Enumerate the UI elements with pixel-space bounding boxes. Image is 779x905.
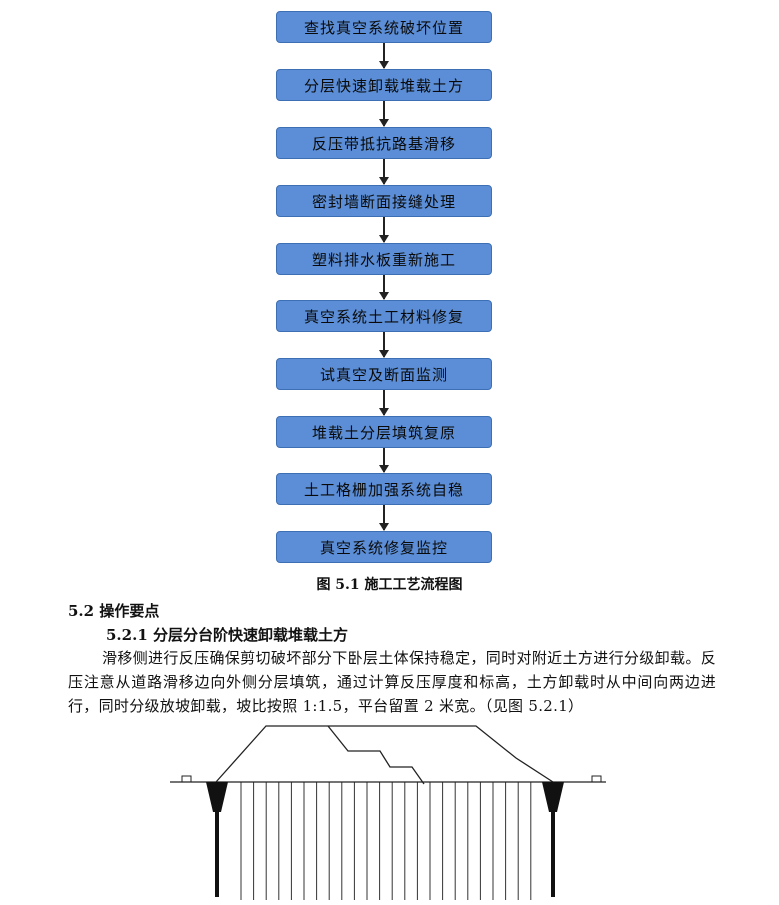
left-marker — [181, 775, 192, 783]
flow-arrow — [379, 217, 389, 243]
right-marker — [591, 775, 602, 783]
flow-step-9: 土工格栅加强系统自稳 — [276, 473, 492, 505]
flow-arrow — [379, 505, 389, 531]
process-flowchart: 查找真空系统破坏位置 分层快速卸载堆载土方 反压带抵抗路基滑移 密封墙断面接缝处… — [276, 11, 492, 563]
flow-arrow — [379, 101, 389, 127]
flow-step-5: 塑料排水板重新施工 — [276, 243, 492, 275]
flow-arrow — [379, 43, 389, 69]
body-paragraph: 滑移侧进行反压确保剪切破坏部分下卧层土体保持稳定，同时对附近土方进行分级卸载。反… — [68, 649, 716, 715]
flow-arrow — [379, 390, 389, 416]
embankment-outline — [215, 725, 554, 783]
left-seal-wall — [206, 782, 228, 812]
figure-caption: 图 5.1 施工工艺流程图 — [316, 577, 463, 593]
section-heading: 5.2 操作要点 — [68, 602, 160, 620]
flow-step-1: 查找真空系统破坏位置 — [276, 11, 492, 43]
flow-step-2: 分层快速卸载堆载土方 — [276, 69, 492, 101]
left-seal-pile — [215, 812, 219, 897]
embankment-cross-section-diagram — [170, 725, 606, 900]
subsection-heading: 5.2.1 分层分台阶快速卸载堆载土方 — [106, 626, 348, 644]
flow-step-7: 试真空及断面监测 — [276, 358, 492, 390]
drain-lines — [240, 782, 532, 900]
flow-step-6: 真空系统土工材料修复 — [276, 300, 492, 332]
flow-step-10: 真空系统修复监控 — [276, 531, 492, 563]
flow-arrow — [379, 332, 389, 358]
flow-step-8: 堆载土分层填筑复原 — [276, 416, 492, 448]
right-seal-wall — [542, 782, 564, 812]
flow-step-3: 反压带抵抗路基滑移 — [276, 127, 492, 159]
flow-arrow — [379, 448, 389, 473]
flow-arrow — [379, 275, 389, 300]
flow-arrow — [379, 159, 389, 185]
flow-step-4: 密封墙断面接缝处理 — [276, 185, 492, 217]
failure-surface-line — [327, 725, 425, 785]
right-seal-pile — [551, 812, 555, 897]
